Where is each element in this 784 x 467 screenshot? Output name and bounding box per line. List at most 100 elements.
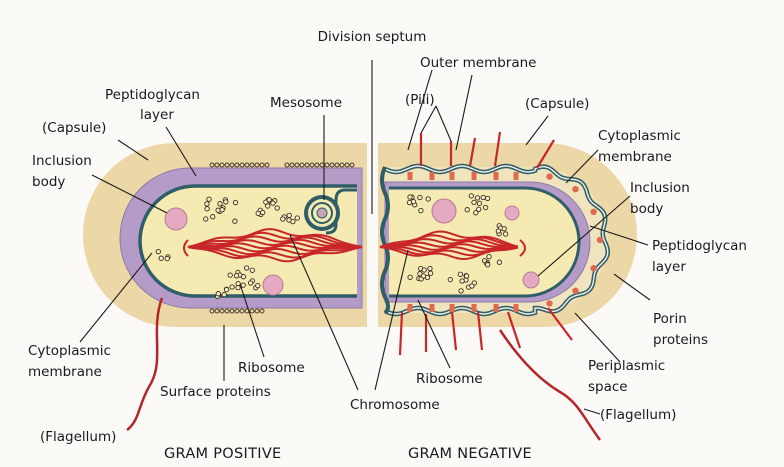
ribosome [275,206,279,210]
ribosome [485,196,489,200]
label-chromosome: Chromosome [350,397,440,413]
ribosome [428,271,432,275]
ribosome [224,200,228,204]
ribosome [470,284,474,288]
ribosome [248,281,252,285]
porin-protein [450,172,455,180]
porin-protein [430,304,435,312]
label-flagellum-left: (Flagellum) [40,429,116,445]
ribosome [460,279,464,283]
ribosome [287,213,291,217]
ribosome [230,285,234,289]
ribosome [422,268,426,272]
ribosome [503,232,507,236]
ribosome [220,208,224,212]
ribosome [472,200,476,204]
label-ribosome-left: Ribosome [238,360,305,376]
label-pili: (Pili) [405,92,435,108]
ribosome [287,218,291,222]
ribosome [481,195,485,199]
label-surface-proteins: Surface proteins [160,384,271,400]
label-cytoplasmic-left-1: Cytoplasmic [28,343,111,359]
ribosome [233,200,237,204]
inclusion-body-left-2 [263,275,283,295]
ribosome [464,274,468,278]
ribosome [428,266,432,270]
ribosome [418,195,422,199]
ribosome [281,217,285,221]
label-inclusion-left-2: body [32,174,65,190]
ribosome [458,272,462,276]
label-flagellum-right: (Flagellum) [600,407,676,423]
ribosome [267,198,271,202]
ribosome [459,289,463,293]
ribosome [156,249,160,253]
label-porin-2: proteins [653,332,708,348]
ribosome [236,285,240,289]
porin-protein [472,172,477,180]
ribosome [421,274,425,278]
label-inclusion-right-1: Inclusion [630,180,690,196]
ribosome [205,202,209,206]
ribosome [244,266,248,270]
porin-protein [572,186,578,192]
ribosome [205,207,209,211]
ribosome [295,216,299,220]
label-cytoplasmic-right-1: Cytoplasmic [598,128,681,144]
porin-protein [430,172,435,180]
ribosome [408,275,412,279]
label-cytoplasmic-left-2: membrane [28,364,102,380]
ribosome [159,256,163,260]
ribosome [475,196,479,200]
ribosome [487,254,491,258]
label-peptidoglycan-left-1: Peptidoglycan [105,87,200,103]
ribosome [234,274,238,278]
porin-protein [450,304,455,312]
label-division-septum: Division septum [318,29,427,45]
porin-protein [514,172,519,180]
label-inclusion-right-2: body [630,201,663,217]
inclusion-body-right-2 [505,206,519,220]
ribosome [448,277,452,281]
porin-protein [514,304,519,312]
label-peptidoglycan-right-2: layer [652,259,686,275]
ribosome [411,199,415,203]
label-peptidoglycan-right-1: Peptidoglycan [652,238,747,254]
ribosome [261,210,265,214]
ribosome [216,292,220,296]
ribosome [256,211,260,215]
porin-protein [590,209,596,215]
flagellum-right [500,330,600,440]
caption-gram-positive: GRAM POSITIVE [164,446,282,462]
ribosome [271,201,275,205]
ribosome [207,197,211,201]
ribosome [256,283,260,287]
label-capsule-right: (Capsule) [525,96,589,112]
label-cytoplasmic-right-2: membrane [598,149,672,165]
porin-protein [546,173,552,179]
label-outer-membrane: Outer membrane [420,55,536,71]
label-inclusion-left-1: Inclusion [32,153,92,169]
label-capsule-left: (Capsule) [42,120,106,136]
ribosome [211,215,215,219]
ribosome [204,217,208,221]
inclusion-body-left-1 [165,208,187,230]
label-peptidoglycan-left-2: layer [140,107,174,123]
ribosome [486,263,490,267]
ribosome [477,201,481,205]
caption-gram-negative: GRAM NEGATIVE [408,446,532,462]
ribosome [426,197,430,201]
porin-protein [590,265,596,271]
label-periplasmic-1: Periplasmic [588,358,665,374]
porin-protein [494,172,499,180]
ribosome [496,229,500,233]
ribosome [419,208,423,212]
label-porin-1: Porin [653,311,687,327]
ribosome [497,260,501,264]
label-mesosome: Mesosome [270,95,342,111]
ribosome [224,287,228,291]
label-periplasmic-2: space [588,379,628,395]
inclusion-body-right-3 [523,272,539,288]
